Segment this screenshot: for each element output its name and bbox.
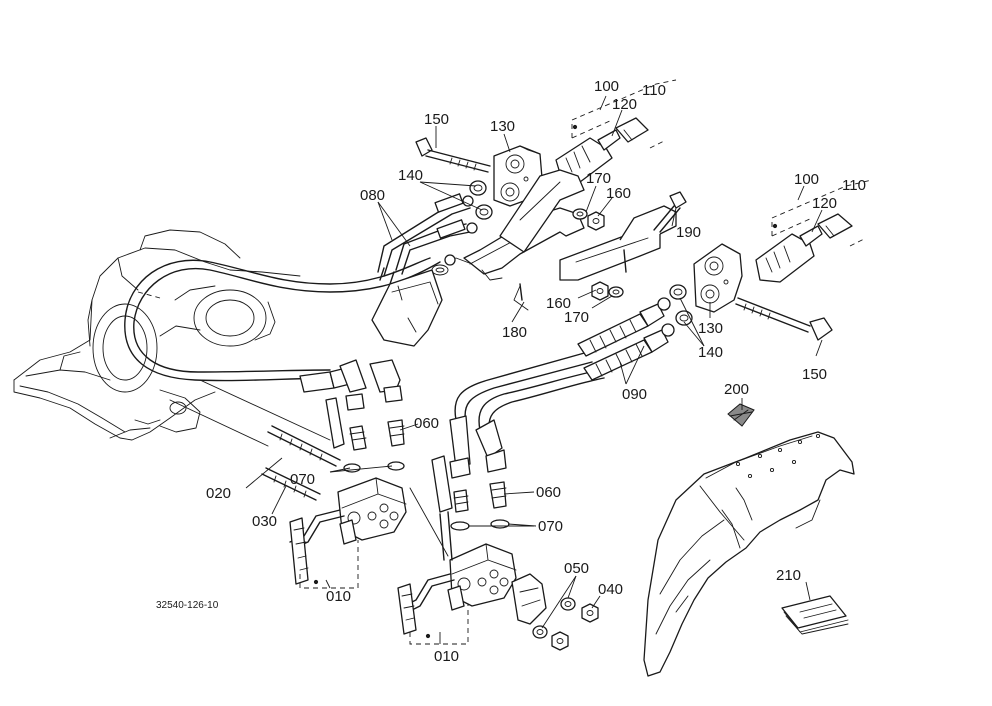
valve-010-upper-dashbox — [299, 540, 359, 589]
bolt-150-right — [735, 297, 833, 341]
label-070-upper: 070 — [290, 471, 315, 488]
label-010-upper: 010 — [326, 588, 351, 605]
manual-210 — [781, 595, 849, 635]
label-100-upper: 100 — [594, 78, 619, 95]
label-170-lower: 170 — [564, 309, 589, 326]
fittings-060-lower — [431, 455, 510, 531]
stud-020 — [267, 425, 341, 467]
o-rings-070-upper — [343, 461, 405, 473]
label-010-lower: 010 — [434, 648, 459, 665]
label-110-upper: 110 — [642, 82, 666, 99]
control-valve-010-upper — [289, 477, 407, 585]
label-090: 090 — [622, 386, 647, 403]
label-140-right: 140 — [698, 344, 723, 361]
label-050: 050 — [564, 560, 589, 577]
label-070-lower: 070 — [538, 518, 563, 535]
label-160-lower: 160 — [546, 295, 571, 312]
part-labels: 150 130 140 080 100 110 120 170 160 190 … — [156, 78, 866, 665]
label-060-upper: 060 — [414, 415, 439, 432]
label-080: 080 — [360, 187, 385, 204]
pipe-couplings-upper-left — [299, 359, 403, 411]
decal-200 — [727, 403, 755, 427]
fittings-060-upper — [325, 397, 405, 451]
hose-sleeve-090a — [577, 297, 671, 357]
nut-160-washer-170-lower — [591, 281, 624, 301]
nuts-040-washers-050 — [532, 597, 599, 651]
quick-coupler-100-right — [755, 179, 873, 283]
label-100-right: 100 — [794, 171, 819, 188]
label-020: 020 — [206, 485, 231, 502]
label-160-upper: 160 — [606, 185, 631, 202]
label-150-right: 150 — [802, 366, 827, 383]
bracket-frame-180 — [444, 169, 677, 311]
bolt-190 — [653, 191, 687, 233]
label-040: 040 — [598, 581, 623, 598]
label-210: 210 — [776, 567, 801, 584]
label-190: 190 — [676, 224, 701, 241]
valve-010-lower-dashbox — [409, 604, 469, 645]
bolt-150-upper — [415, 137, 491, 173]
label-170-upper: 170 — [586, 170, 611, 187]
control-valve-010-lower — [397, 511, 547, 635]
stud-030 — [261, 467, 321, 501]
label-110-right: 110 — [842, 177, 866, 194]
coupler-block-130-right — [693, 243, 743, 313]
label-180: 180 — [502, 324, 527, 341]
label-200: 200 — [724, 381, 749, 398]
label-120-upper: 120 — [612, 96, 637, 113]
hose-elbows — [449, 415, 507, 479]
upper-pipe-loop — [124, 257, 441, 382]
label-130-right: 130 — [698, 320, 723, 337]
label-130-upper: 130 — [490, 118, 515, 135]
leader-lines — [245, 95, 823, 644]
o-rings-140-upper — [469, 180, 493, 220]
label-030: 030 — [252, 513, 277, 530]
mounting-plate — [371, 264, 449, 347]
alignment-lines — [169, 379, 449, 557]
nut-160-washer-170-upper — [572, 208, 605, 231]
hose-sleeve-090b — [583, 323, 675, 381]
label-060-lower: 060 — [536, 484, 561, 501]
hose-080 — [377, 193, 478, 277]
label-120-right: 120 — [812, 195, 837, 212]
tractor-body-outline — [13, 229, 301, 441]
hose-090 — [454, 297, 675, 435]
label-150-upper: 150 — [424, 111, 449, 128]
label-140-upper: 140 — [398, 167, 423, 184]
quick-coupler-100-upper — [555, 79, 677, 183]
reference-code: 32540-126-10 — [156, 600, 219, 611]
o-rings-140-right — [669, 284, 693, 326]
fender-200 — [643, 431, 855, 677]
